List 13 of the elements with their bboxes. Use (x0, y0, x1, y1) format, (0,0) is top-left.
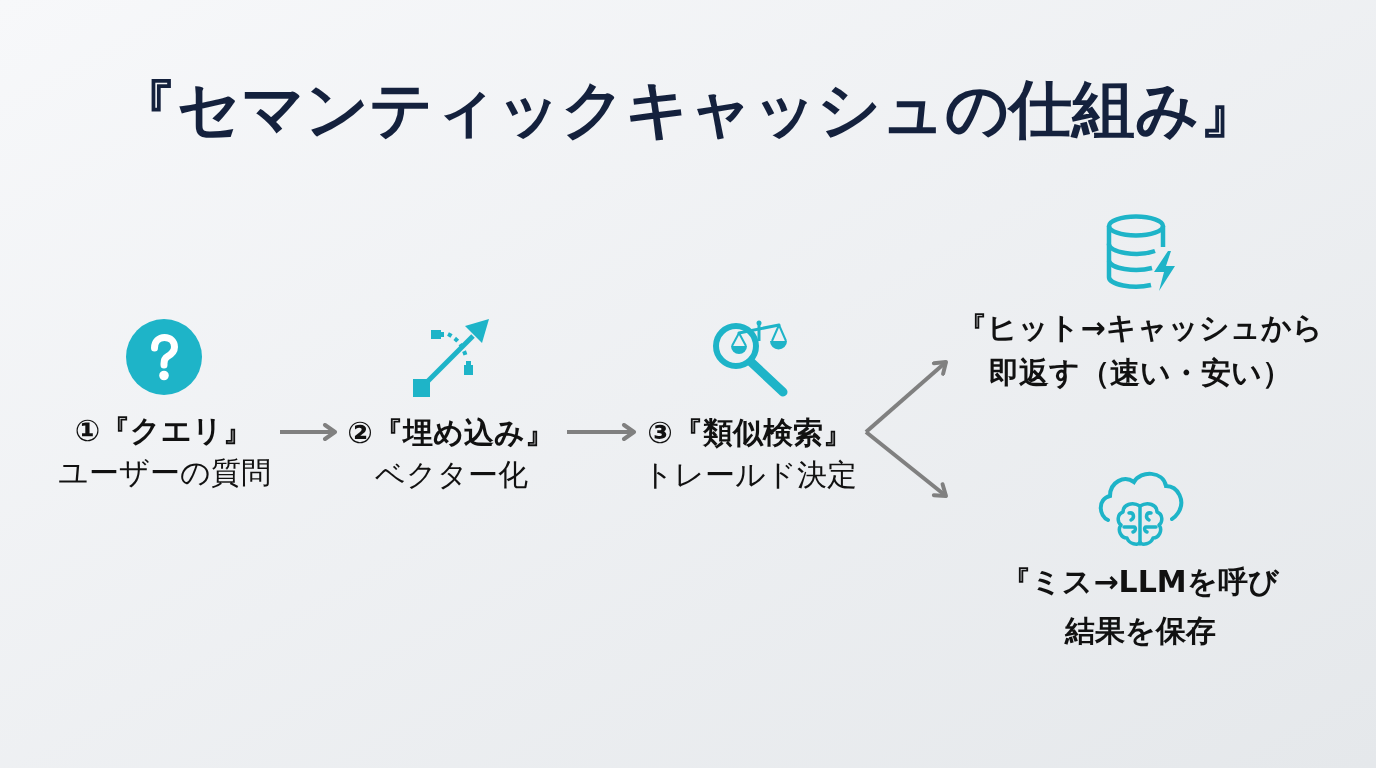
result-text: 『ミス→LLMを呼び結果を保存 (1000, 563, 1280, 650)
page-title: 『セマンティックキャッシュの仕組み』 (114, 72, 1262, 148)
arrow (864, 430, 948, 498)
result-text: 『ヒット→キャッシュから即返す（速い・安い） (957, 309, 1323, 392)
arrow (864, 360, 948, 434)
step-caption: トレールド決定 (643, 456, 857, 494)
arrow (280, 423, 337, 441)
step-title: ③『類似検索』 (647, 414, 853, 452)
step-caption: ベクター化 (374, 456, 528, 494)
step-title: ①『クエリ』 (74, 412, 254, 450)
step-caption: ユーザーの質問 (57, 454, 271, 492)
step-title: ②『埋め込み』 (347, 414, 555, 452)
arrow (567, 423, 636, 441)
